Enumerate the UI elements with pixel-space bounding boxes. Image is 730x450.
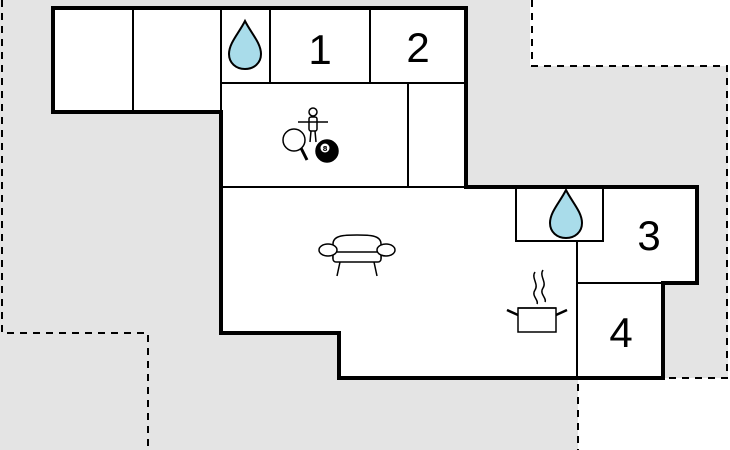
pot-handle-right [555, 308, 568, 317]
steam [533, 271, 539, 305]
sofa-icon [318, 234, 396, 277]
water-drop-icon [227, 18, 263, 71]
room-label-1: 1 [308, 26, 331, 73]
boundary-right [531, 0, 728, 450]
water-drop-icon [548, 187, 584, 240]
table-tennis-paddle-icon [282, 128, 309, 161]
billiard-ball-number: 8 [323, 145, 328, 153]
water-drop-shape [227, 18, 263, 71]
cooking-pot-icon [506, 269, 568, 333]
pot-body [517, 307, 557, 333]
table-tennis-foosball-billiard-icon: 8 [282, 107, 339, 163]
boundary-left [1, 0, 149, 450]
room-label-2: 2 [406, 24, 429, 71]
interior-walls [132, 8, 663, 378]
water-drop-shape [548, 187, 584, 240]
room-label-4: 4 [609, 309, 632, 356]
room-label-3: 3 [637, 212, 660, 259]
pot-handle-left [506, 308, 519, 317]
foosball-figure-icon [298, 107, 328, 143]
steam [541, 269, 547, 303]
billiard-ball-icon: 8 [315, 139, 339, 163]
